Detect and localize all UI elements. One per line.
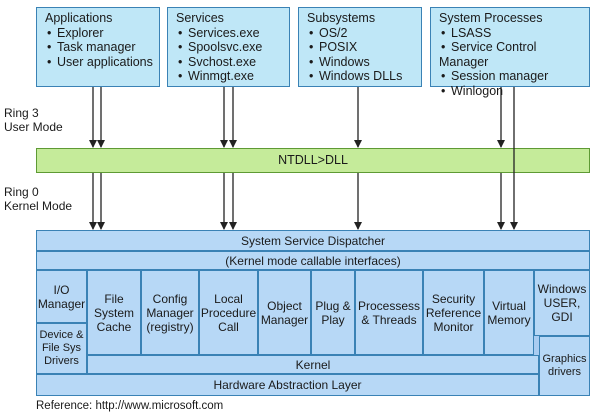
list-item: Service Control Manager [439, 40, 589, 69]
list-item: LSASS [439, 26, 589, 41]
subsystems-title: Subsystems [307, 11, 376, 25]
config-manager: Config Manager (registry) [141, 270, 199, 355]
list-item: Spoolsvc.exe [176, 40, 289, 55]
io-manager: I/O Manager [36, 270, 87, 323]
services-title: Services [176, 11, 224, 25]
list-item: Windows DLLs [307, 69, 421, 84]
processes-threads: Processess & Threads [355, 270, 423, 355]
subsystems-box: Subsystems OS/2 POSIX Windows Windows DL… [298, 7, 422, 87]
list-item: Winmgt.exe [176, 69, 289, 84]
list-item: OS/2 [307, 26, 421, 41]
list-item: Explorer [45, 26, 159, 41]
file-system-cache: File System Cache [87, 270, 141, 355]
ring0-line2: Kernel Mode [4, 199, 73, 213]
system-processes-box: System Processes LSASS Service Control M… [430, 7, 590, 98]
list-item: Svchost.exe [176, 55, 289, 70]
applications-box: Applications Explorer Task manager User … [36, 7, 160, 87]
kernel: Kernel [87, 355, 539, 374]
object-manager: Object Manager [258, 270, 311, 355]
ring0-label: Ring 0 Kernel Mode [4, 185, 72, 213]
graphics-drivers: Graphics drivers [539, 336, 590, 396]
services-box: Services Services.exe Spoolsvc.exe Svcho… [167, 7, 290, 87]
system-processes-title: System Processes [439, 11, 543, 25]
list-item: Windows [307, 55, 421, 70]
list-item: Services.exe [176, 26, 289, 41]
windows-user-gdi: Windows USER, GDI [534, 270, 590, 336]
device-file-sys-drivers: Device & File Sys Drivers [36, 323, 87, 374]
list-item: User applications [45, 55, 159, 70]
local-procedure-call: Local Procedure Call [199, 270, 258, 355]
security-reference-monitor: Security Reference Monitor [423, 270, 484, 355]
kernel-callable-interfaces: (Kernel mode callable interfaces) [36, 251, 590, 270]
ring3-line1: Ring 3 [4, 106, 39, 120]
applications-title: Applications [45, 11, 113, 25]
system-service-dispatcher: System Service Dispatcher [36, 230, 590, 251]
list-item: Session manager [439, 69, 589, 84]
ntdll-bar: NTDLL>DLL [36, 148, 590, 173]
ring3-line2: User Mode [4, 120, 63, 134]
reference-text: Reference: http://www.microsoft.com [36, 400, 224, 412]
list-item: Winlogon [439, 84, 589, 99]
list-item: Task manager [45, 40, 159, 55]
virtual-memory: Virtual Memory [484, 270, 534, 355]
plug-and-play: Plug & Play [311, 270, 355, 355]
ring3-label: Ring 3 User Mode [4, 106, 63, 134]
ring0-line1: Ring 0 [4, 185, 39, 199]
hardware-abstraction-layer: Hardware Abstraction Layer [36, 374, 539, 396]
list-item: POSIX [307, 40, 421, 55]
